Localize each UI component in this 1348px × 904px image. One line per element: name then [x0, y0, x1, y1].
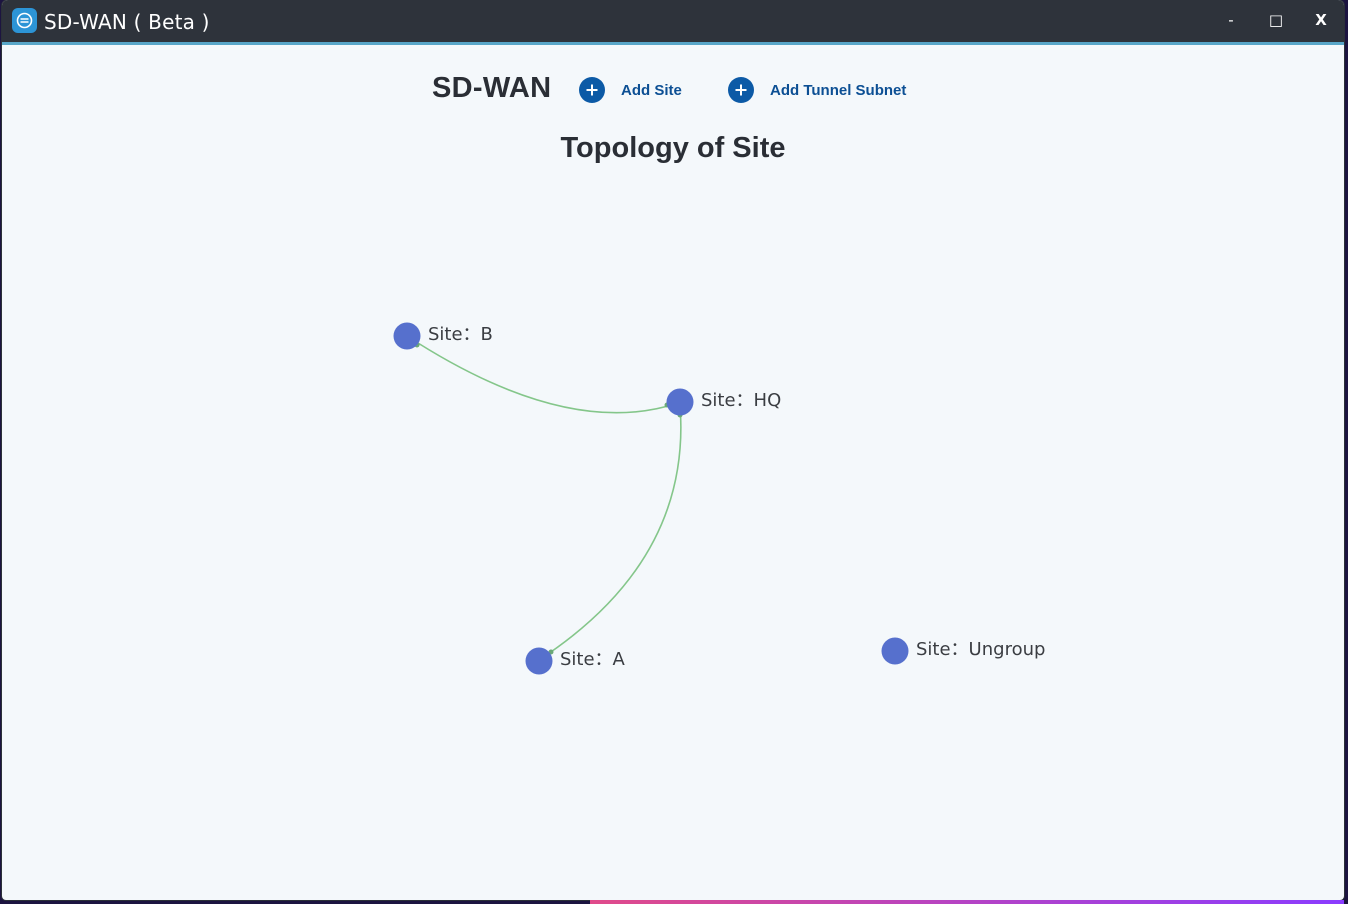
node-dot[interactable]: [666, 388, 694, 416]
close-button[interactable]: X: [1315, 11, 1327, 29]
node-dot[interactable]: [881, 637, 909, 665]
add-site-button[interactable]: Add Site: [579, 76, 682, 104]
app-logo-icon: [12, 8, 37, 33]
link-hq-a: [538, 404, 682, 661]
desktop-wallpaper-edge: [590, 900, 1344, 904]
add-tunnel-subnet-button[interactable]: Add Tunnel Subnet: [728, 76, 906, 104]
minimize-button[interactable]: -: [1228, 11, 1234, 29]
add-tunnel-subnet-label: Add Tunnel Subnet: [770, 81, 907, 99]
topology-title: Topology of Site: [560, 132, 786, 164]
node-site-ungroup[interactable]: Site：Ungroup: [881, 637, 1046, 665]
plus-circle-icon: [728, 77, 754, 103]
node-dot[interactable]: [393, 322, 421, 350]
maximize-button[interactable]: □: [1268, 11, 1284, 29]
window-title: SD-WAN ( Beta ): [44, 10, 210, 34]
node-label: Site：A: [560, 649, 626, 670]
node-site-b[interactable]: Site：B: [393, 322, 493, 350]
node-label: Site：Ungroup: [916, 639, 1045, 660]
node-label: Site：B: [428, 324, 493, 345]
page-header: SD-WAN Add Site Add Tunnel Subnet: [2, 70, 1344, 110]
plus-circle-icon: [579, 77, 605, 103]
link-hq-b: [406, 335, 679, 414]
node-label: Site：HQ: [701, 390, 781, 411]
brand-title: SD-WAN: [432, 72, 552, 104]
node-site-hq[interactable]: Site：HQ: [666, 388, 782, 416]
add-site-label: Add Site: [621, 81, 682, 99]
link-layer: [406, 335, 683, 661]
title-bar[interactable]: SD-WAN ( Beta ) - □ X: [2, 0, 1344, 45]
node-dot[interactable]: [525, 647, 553, 675]
node-site-a[interactable]: Site：A: [525, 647, 626, 675]
